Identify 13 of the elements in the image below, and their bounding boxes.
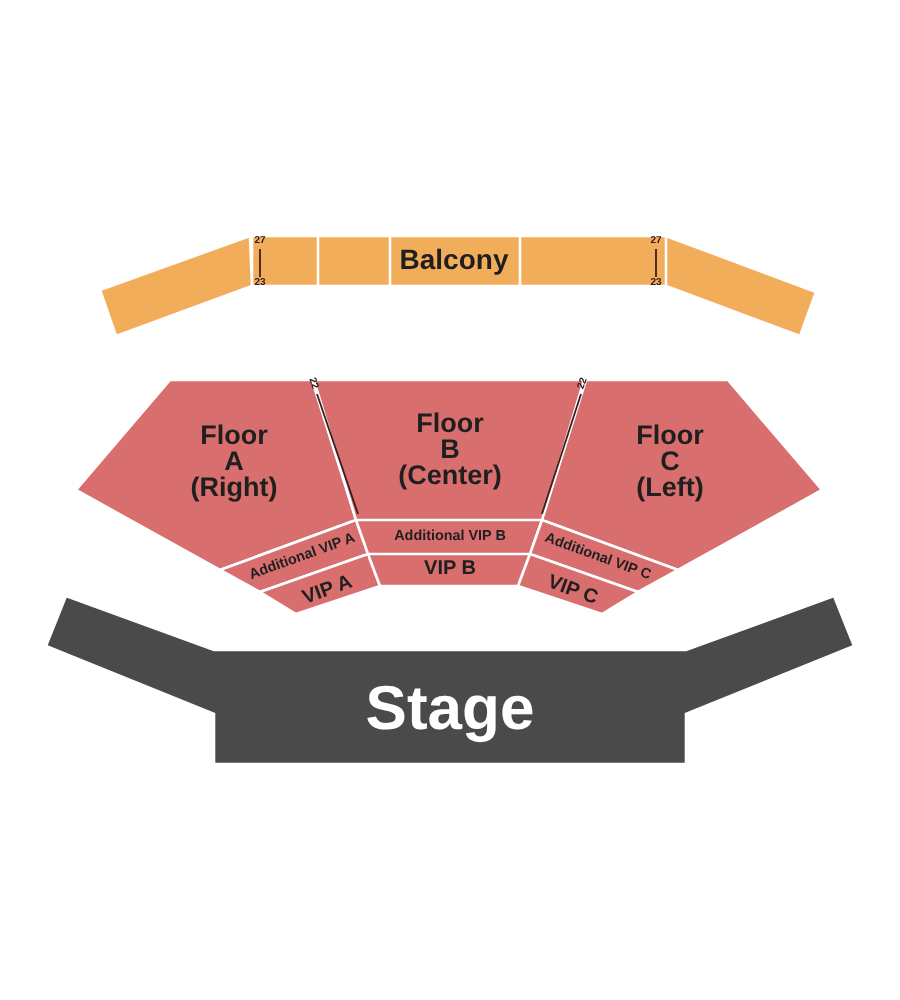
section-label: VIP B [424, 559, 476, 581]
balcony-section [390, 236, 520, 286]
section-label: VIP C [544, 573, 600, 611]
section-label: Balcony [399, 245, 509, 275]
balcony-section [318, 236, 390, 286]
balcony-section [520, 236, 666, 286]
balcony-section [252, 236, 318, 286]
section-label: VIP A [300, 573, 356, 611]
stage-label: Stage [365, 677, 535, 743]
section-label: Floor C (Left) [636, 422, 704, 502]
section-label: Floor B (Center) [398, 410, 502, 490]
section-label: Floor A (Right) [190, 422, 278, 502]
vip-section [368, 554, 530, 586]
